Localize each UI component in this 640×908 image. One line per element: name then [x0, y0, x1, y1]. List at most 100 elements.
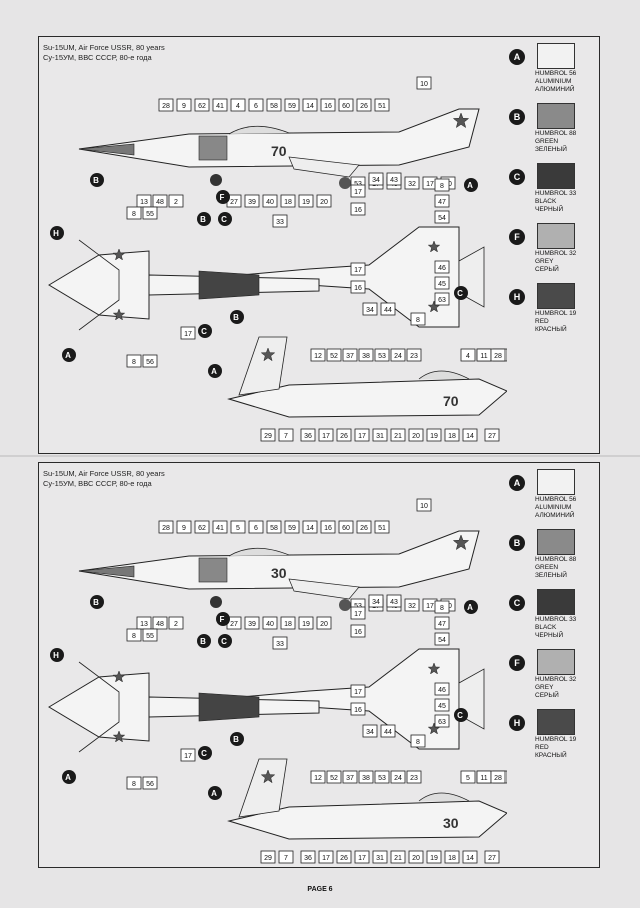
svg-text:8: 8 [440, 183, 444, 190]
color-chip [537, 469, 575, 495]
svg-text:43: 43 [390, 599, 398, 606]
right-view-callout-bottom: 17 [354, 428, 370, 442]
right-view-callout-bottom: 36 [300, 850, 316, 864]
side-callout-top: 14 [302, 98, 318, 112]
top-view-callout: 45 [434, 698, 450, 712]
svg-text:56: 56 [146, 781, 154, 788]
svg-text:8: 8 [132, 359, 136, 366]
svg-text:10: 10 [420, 503, 428, 510]
svg-text:63: 63 [438, 719, 446, 726]
side-callout-top: 26 [356, 98, 372, 112]
side-callout-top: 5 [230, 520, 246, 534]
svg-text:45: 45 [438, 703, 446, 710]
side-callout-bottom: 19 [298, 194, 314, 208]
svg-text:18: 18 [448, 855, 456, 862]
svg-text:46: 46 [438, 687, 446, 694]
paint-badge: B [197, 212, 211, 226]
side-callout-bottom: 32 [404, 176, 420, 190]
side-callout-top: 28 [158, 520, 174, 534]
paint-code-badge: C [509, 169, 525, 185]
red-star-icon [112, 308, 126, 321]
scheme-panel-2: Su-15UM, Air Force USSR, 80 years Су-15У… [38, 462, 600, 868]
svg-text:37: 37 [346, 775, 354, 782]
caption-russian: Су-15УМ, ВВС СССР, 80-е года [43, 479, 152, 488]
side-callout-bottom: 13 [136, 616, 152, 630]
bottom-view-callout: 8 [126, 628, 142, 642]
right-view-callout-bottom: 17 [318, 428, 334, 442]
page-number: PAGE 6 [307, 886, 333, 893]
svg-text:12: 12 [314, 353, 322, 360]
svg-text:44: 44 [384, 307, 392, 314]
paint-badge: F [216, 612, 230, 626]
paint-code-badge: H [509, 715, 525, 731]
paint-badge: B [230, 310, 244, 324]
svg-text:33: 33 [276, 641, 284, 648]
paint-badge: B [90, 173, 104, 187]
right-view-callout-top: 5 [460, 770, 476, 784]
red-star-icon [112, 670, 126, 683]
top-view-callout: 16 [350, 624, 366, 638]
side-callout-bottom: 18 [280, 616, 296, 630]
svg-text:18: 18 [284, 621, 292, 628]
svg-text:20: 20 [412, 855, 420, 862]
top-view-callout: 8 [410, 312, 426, 326]
right-view-callout-top: 38 [358, 770, 374, 784]
svg-text:36: 36 [304, 433, 312, 440]
paint-badge: A [464, 600, 478, 614]
svg-text:27: 27 [230, 621, 238, 628]
side-callout-bottom: 20 [316, 194, 332, 208]
svg-text:18: 18 [448, 433, 456, 440]
paint-badge: C [218, 212, 232, 226]
right-view-callout-bottom: 26 [336, 428, 352, 442]
svg-text:26: 26 [340, 433, 348, 440]
svg-text:43: 43 [390, 177, 398, 184]
side-callout-top: 16 [320, 98, 336, 112]
red-star-icon [260, 769, 276, 784]
right-view-callout-top: 37 [342, 348, 358, 362]
bottom-view-callout: 55 [142, 628, 158, 642]
svg-text:28: 28 [494, 353, 502, 360]
svg-text:28: 28 [494, 775, 502, 782]
svg-text:16: 16 [354, 629, 362, 636]
paint-badge: A [464, 178, 478, 192]
svg-text:20: 20 [412, 433, 420, 440]
svg-text:27: 27 [488, 855, 496, 862]
svg-text:26: 26 [360, 103, 368, 110]
svg-text:26: 26 [360, 525, 368, 532]
side-callout-bottom: 40 [262, 194, 278, 208]
right-view-callout-top: 52 [326, 770, 342, 784]
bottom-view-callout: 17 [180, 748, 196, 762]
svg-text:62: 62 [198, 103, 206, 110]
svg-text:58: 58 [270, 525, 278, 532]
side-callout-top: 6 [248, 520, 264, 534]
top-view-callout: 16 [350, 202, 366, 216]
side-callout-top: 41 [212, 98, 228, 112]
red-star-icon [452, 534, 470, 551]
svg-text:34: 34 [372, 599, 380, 606]
paint-code-badge: C [509, 595, 525, 611]
right-view-callout-bottom: 27 [484, 428, 500, 442]
side-callout-top: 6 [248, 98, 264, 112]
top-view-callout: 54 [434, 632, 450, 646]
svg-text:4: 4 [466, 353, 470, 360]
right-view-callout-bottom: 29 [260, 428, 276, 442]
side-callout-top: 62 [194, 98, 210, 112]
side-callout-top: 28 [158, 98, 174, 112]
svg-text:B: B [93, 598, 99, 607]
svg-text:26: 26 [340, 855, 348, 862]
right-view-callout-bottom: 7 [278, 428, 294, 442]
svg-text:54: 54 [438, 215, 446, 222]
side-callout-top: 41 [212, 520, 228, 534]
top-view-callout: 46 [434, 682, 450, 696]
paint-code-badge: A [509, 475, 525, 491]
caption-russian: Су-15УМ, ВВС СССР, 80-е года [43, 53, 152, 62]
svg-text:63: 63 [438, 297, 446, 304]
top-view-callout: 17 [350, 606, 366, 620]
svg-text:5: 5 [466, 775, 470, 782]
